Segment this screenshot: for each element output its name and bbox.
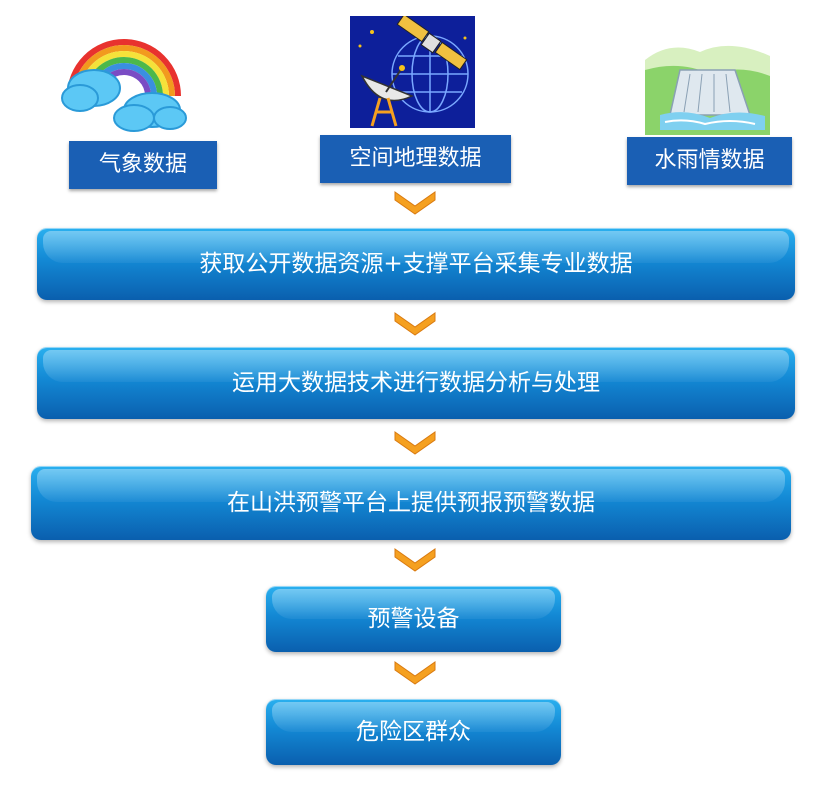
arrow-down-icon [394, 661, 436, 685]
arrow-down-icon [394, 191, 436, 215]
dam-reservoir-icon [640, 30, 775, 135]
arrow-down-icon [394, 312, 436, 336]
arrow-down-icon [394, 548, 436, 572]
satellite-dish-icon [350, 13, 475, 128]
step-analyze-data: 运用大数据技术进行数据分析与处理 [37, 347, 795, 419]
source-label-hydrology: 水雨情数据 [627, 137, 792, 185]
step-warning-platform: 在山洪预警平台上提供预报预警数据 [31, 466, 791, 540]
step-warning-device: 预警设备 [266, 586, 561, 652]
step-acquire-data: 获取公开数据资源+支撑平台采集专业数据 [37, 228, 795, 300]
arrow-down-icon [394, 431, 436, 455]
source-label-geospatial: 空间地理数据 [320, 135, 511, 183]
source-label-weather: 气象数据 [69, 141, 217, 189]
step-at-risk-residents: 危险区群众 [266, 699, 561, 765]
rainbow-cloud-icon [60, 18, 188, 136]
